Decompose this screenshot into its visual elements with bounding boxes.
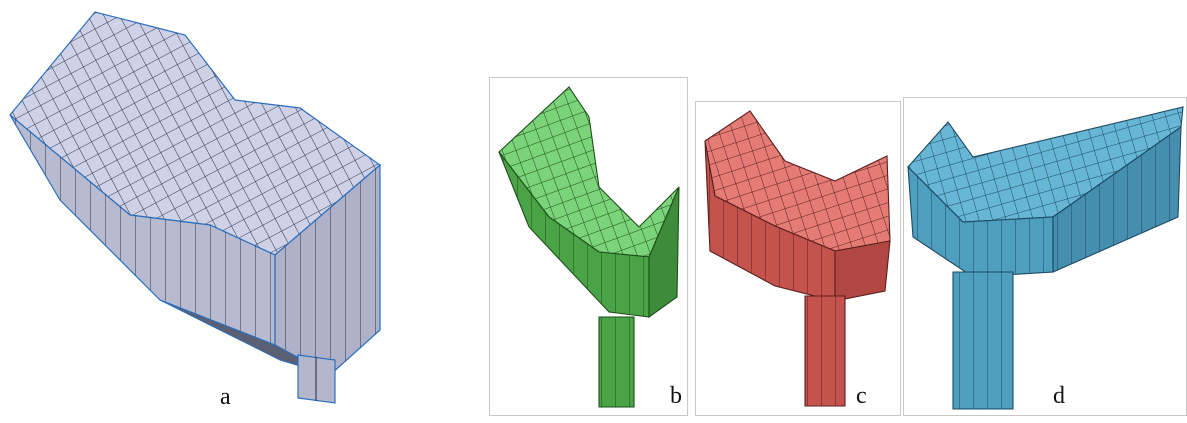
panel-label-b: b — [670, 383, 682, 409]
panel-c-frame — [695, 101, 901, 416]
mesh-model-d — [907, 106, 1184, 410]
mesh-model-c — [704, 110, 891, 407]
mesh-model-b — [498, 86, 680, 408]
panel-b: b — [489, 77, 688, 416]
panel-label-a: a — [220, 384, 231, 410]
panel-a: a — [0, 0, 470, 423]
panel-label-d: d — [1053, 383, 1065, 409]
panel-label-c: c — [856, 383, 867, 409]
panel-b-frame — [489, 77, 688, 416]
panel-d: d — [903, 97, 1187, 416]
panel-c: c — [695, 101, 901, 416]
mesh-model-a — [9, 11, 381, 404]
